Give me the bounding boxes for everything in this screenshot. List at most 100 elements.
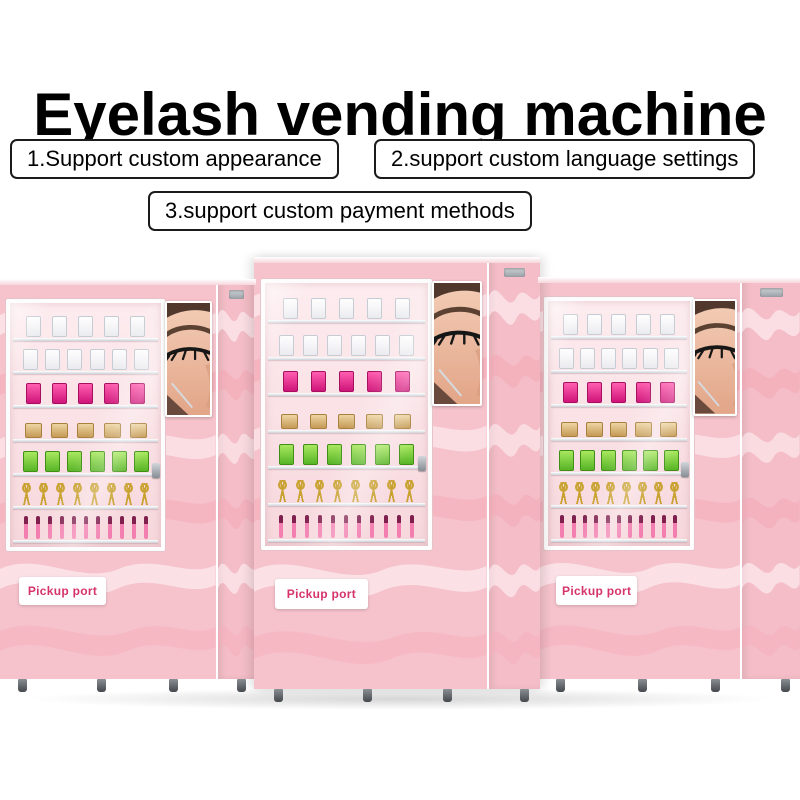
pickup-port: Pickup port [556,576,638,605]
product-pink [394,371,410,393]
product-curler [71,483,83,506]
product-curler [573,482,585,505]
product-clear [642,347,658,369]
machine-cabinet: Pickup port [254,257,487,689]
product-gold [394,413,412,429]
product-curler [21,483,33,506]
product-wand [571,515,576,539]
product-clear [44,349,60,371]
product-wand [560,515,565,539]
ad-screen [692,299,738,416]
product-shelves [550,303,688,544]
product-curler [88,483,100,506]
product-pink [130,383,146,405]
product-window [260,278,432,551]
product-green [642,449,658,471]
product-wand [409,515,414,539]
product-gold [366,413,384,429]
product-green [134,450,150,472]
product-clear [310,298,326,320]
product-wand [673,515,678,539]
product-curler [368,479,380,502]
product-green [350,444,366,466]
product-curler [313,479,325,502]
product-green [44,450,60,472]
feature-badge-appearance: 1.Support custom appearance [10,139,339,179]
product-curler [38,483,50,506]
product-shelves [267,285,426,545]
product-clear [282,298,298,320]
product-gold [659,421,677,437]
product-clear [660,313,676,335]
pickup-port-label: Pickup port [27,584,98,598]
product-wand [107,516,112,540]
product-pink [338,371,354,393]
product-gold [560,421,578,437]
product-wand [344,515,349,539]
product-clear [111,349,127,371]
product-clear [635,313,651,335]
product-clear [579,347,595,369]
product-green [398,444,414,466]
ground-shadow [20,688,780,710]
product-curler [652,482,664,505]
product-curler [637,482,649,505]
product-curler [55,483,67,506]
product-clear [130,315,146,337]
product-wand [396,515,401,539]
ad-screen [164,301,213,417]
product-green [621,449,637,471]
product-pink [26,383,42,405]
product-wand [594,515,599,539]
pickup-port-label: Pickup port [286,586,357,601]
feature-badge-language: 2.support custom language settings [374,139,756,179]
door-handle [759,288,783,297]
vending-machine-left: Pickup port [0,279,256,692]
machine-door [486,257,540,689]
machine-door [740,277,800,679]
product-clear [78,315,94,337]
product-wand [23,516,28,540]
product-clear [134,349,150,371]
product-wand [292,515,297,539]
pickup-port: Pickup port [19,577,106,605]
door-lock-icon [680,461,689,477]
product-clear [104,315,120,337]
product-green [67,450,83,472]
product-clear [366,298,382,320]
vending-machine-right: Pickup port [538,277,800,692]
product-curler [557,482,569,505]
pickup-port: Pickup port [274,578,368,610]
product-clear [22,349,38,371]
ad-screen [431,280,483,406]
product-clear [278,334,294,356]
product-green [559,449,574,471]
product-curler [589,482,601,505]
product-wand [59,516,64,540]
product-green [326,444,342,466]
product-clear [621,347,637,369]
product-curler [605,482,617,505]
product-clear [663,347,679,369]
product-green [663,449,679,471]
product-clear [67,349,83,371]
product-gold [24,422,42,438]
product-wand [47,516,52,540]
door-handle [229,290,245,299]
product-pink [52,383,68,405]
product-wand [144,516,149,540]
product-curler [668,482,680,505]
door-handle [503,268,525,277]
product-wand [132,516,137,540]
product-gold [635,421,653,437]
product-curler [331,479,343,502]
eyelash-eye-image [695,301,735,414]
product-green [600,449,616,471]
page-title: Eyelash vending machine [33,81,767,149]
product-wand [318,515,323,539]
feature-badge-payment: 3.support custom payment methods [148,191,532,231]
product-pink [310,371,326,393]
product-window [544,297,694,551]
